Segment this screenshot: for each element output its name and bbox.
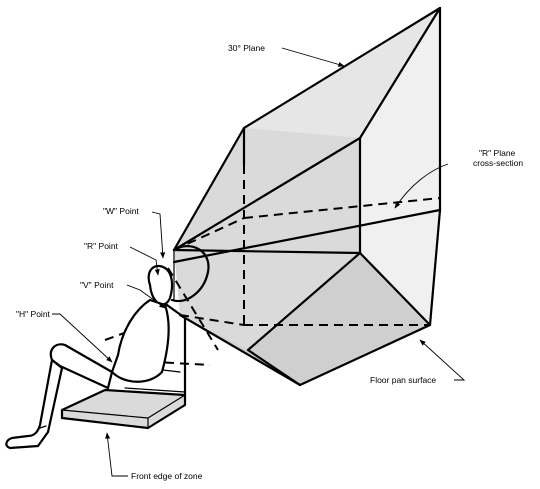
label-v-point: "V" Point [80,280,114,290]
label-r-plane-sub: cross-section [473,158,523,168]
zone-edges [172,6,442,387]
label-floor-pan: Floor pan surface [370,375,436,385]
label-r-plane: "R" Plane [479,148,516,158]
leaders [52,47,466,477]
label-front-edge: Front edge of zone [131,471,203,481]
labels: 30° Plane "R" Plane cross-section "W" Po… [16,43,523,481]
label-w-point: "W" Point [103,206,139,216]
label-30-plane: 30° Plane [228,43,265,53]
seat-face [62,390,185,428]
zone-volume [62,8,440,428]
occupant-figure [5,264,187,450]
eyellipse [170,245,210,303]
front-face [360,8,440,325]
floor-face [180,253,430,385]
label-h-point: "H" Point [16,309,51,319]
label-r-point: "R" Point [84,241,119,251]
